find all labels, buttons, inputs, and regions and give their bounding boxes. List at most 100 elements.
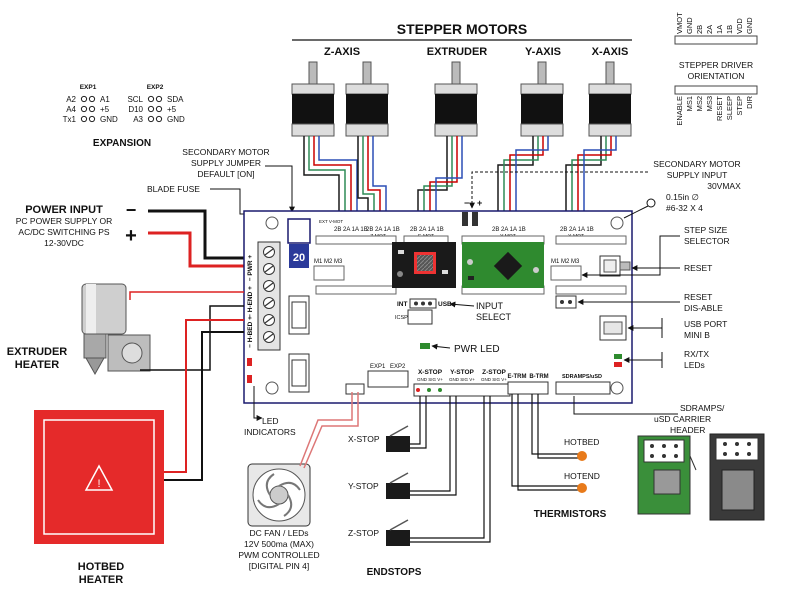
driver-pin-label: DIR <box>745 95 754 109</box>
driver-pin-label: MS3 <box>705 96 714 111</box>
mount-hole-icon <box>646 198 656 208</box>
mount-hole-line1: 0.15in ∅ <box>666 192 700 202</box>
exp2-pin: D10 <box>128 105 143 114</box>
reset-disable-line2: DIS-ABLE <box>684 303 723 313</box>
z-mot-pins-2: 2B 2A 1A 1B <box>366 227 400 233</box>
z-ms-jumpers <box>313 265 345 281</box>
reset-disable-jumper <box>555 295 577 309</box>
driver-pin-label: 1B <box>725 25 734 34</box>
hotbed-heater: ! <box>34 319 244 544</box>
terminal-hend-label: − H-END + <box>247 286 254 318</box>
terminal-screw-slot <box>264 316 274 324</box>
dc-fan <box>247 392 359 527</box>
fuse-rating: 20 <box>293 252 305 264</box>
fan-line2: 12V 500ma (MAX) <box>244 539 314 549</box>
expansion-pin <box>155 95 163 103</box>
x-driver-header-b <box>555 285 627 295</box>
power-plus-symbol: + <box>125 225 137 247</box>
pwr-led <box>420 343 430 349</box>
fan-header <box>345 383 365 395</box>
exp1-pin: A4 <box>66 105 76 114</box>
led-indicator <box>247 375 252 383</box>
secondary-input-arrow <box>469 171 648 209</box>
ystop-pins: GND SIG V+ <box>449 377 475 382</box>
fuse-holder <box>288 353 310 393</box>
expansion-pin <box>147 115 155 123</box>
thermistors-label: THERMISTORS <box>534 509 607 520</box>
sdramps-leader <box>573 396 678 415</box>
exp-headers <box>367 370 409 388</box>
mount-hole-line2: #6-32 X 4 <box>666 203 703 213</box>
step-size-line1: STEP SIZE <box>684 225 728 235</box>
exp1-pin: +5 <box>100 105 110 114</box>
exp2-pin: A3 <box>133 115 143 124</box>
endstop-wires <box>410 396 491 543</box>
input-select-line1: INPUT <box>476 301 504 311</box>
exp1-pin: Tx1 <box>63 115 77 124</box>
driver-pin-label: 1A <box>715 25 724 34</box>
expansion-pin <box>88 115 96 123</box>
thermistor-hotend-label: HOTEND <box>564 471 600 481</box>
secondary-input-line3: 30VMAX <box>707 181 741 191</box>
x-ms-label: M1 M2 M3 <box>551 259 580 265</box>
expansion-pin <box>88 105 96 113</box>
stepper-motor-y <box>520 61 564 137</box>
driver-orientation-line1: STEPPER DRIVER <box>679 60 753 70</box>
driver-pin-label: VMOT <box>675 12 684 34</box>
power-input-line1: PC POWER SUPPLY OR <box>16 216 113 226</box>
secondary-input-line2: SUPPLY INPUT <box>667 170 728 180</box>
extruder-heater <box>81 283 244 376</box>
ext-vmot-label: EXT V-MOT <box>319 219 343 224</box>
fuse-holder-inner <box>291 359 307 387</box>
xstop-pins: GND SIG V+ <box>417 377 443 382</box>
expansion-pin <box>155 105 163 113</box>
stepper-motor-extruder <box>434 61 478 137</box>
blade-fuse-slot <box>287 218 311 244</box>
input-select-arrow <box>449 301 475 308</box>
led-indicator <box>247 358 252 366</box>
z-mot-pins: 2B 2A 1A 1B <box>334 227 368 233</box>
exp2-pin: SCL <box>127 95 143 104</box>
pwr-led-label: PWR LED <box>454 344 500 355</box>
power-wire-negative <box>148 209 246 260</box>
exp2-pin: +5 <box>167 105 177 114</box>
exp1-pin: A1 <box>100 95 110 104</box>
driver-pin-label: SLEEP <box>725 96 734 120</box>
motor-label-z: Z-AXIS <box>324 46 360 58</box>
expansion-block: EXP1 EXP2 A2 A4 Tx1 A1 +5 GND SCL D10 A3… <box>63 84 185 149</box>
stepper-motor-x <box>588 61 632 137</box>
endstops-label: ENDSTOPS <box>367 567 422 578</box>
terminal-screw-slot <box>264 248 274 256</box>
etrm-label: E-TRM <box>508 374 527 380</box>
expansion-pin <box>147 105 155 113</box>
power-input-line2: AC/DC SWITCHING PS <box>18 227 109 237</box>
mount-hole <box>265 216 279 230</box>
rxtx-line1: RX/TX <box>684 349 709 359</box>
secondary-jumper-line3: DEFAULT [ON] <box>197 169 254 179</box>
ramps-board: 20 − PWR + − H-END + − H-BED + EXT V-MOT… <box>243 210 633 404</box>
icsp-header <box>407 309 433 325</box>
secondary-plus: + <box>477 198 482 208</box>
expansion-label: EXPANSION <box>93 138 151 149</box>
led-indicator-arrow <box>253 386 263 421</box>
exp1-board-label: EXP1 <box>370 364 386 370</box>
thermistor-hotend <box>577 483 587 493</box>
driver-pin-label: RESET <box>715 96 724 121</box>
extruder-heater-line1: EXTRUDER <box>7 346 68 358</box>
btrm-label: B-TRM <box>529 374 548 380</box>
x-ms-jumpers <box>550 265 582 281</box>
motor-supply-jumper <box>472 212 478 226</box>
usb-label: USB <box>438 301 452 308</box>
power-input-line3: 12-30VDC <box>44 238 84 248</box>
z-driver-header-b <box>315 285 397 295</box>
stepper-motor-z2 <box>345 61 389 137</box>
terminal-screw-slot <box>264 333 274 341</box>
sdramps-line2: uSD CARRIER <box>654 414 711 424</box>
sdramps-line1: SDRAMPS/ <box>680 403 725 413</box>
exp2-board-label: EXP2 <box>390 364 406 370</box>
secondary-minus: − <box>464 198 469 208</box>
exp2-pin: GND <box>167 115 185 124</box>
fan-line4: [DIGITAL PIN 4] <box>249 561 309 571</box>
